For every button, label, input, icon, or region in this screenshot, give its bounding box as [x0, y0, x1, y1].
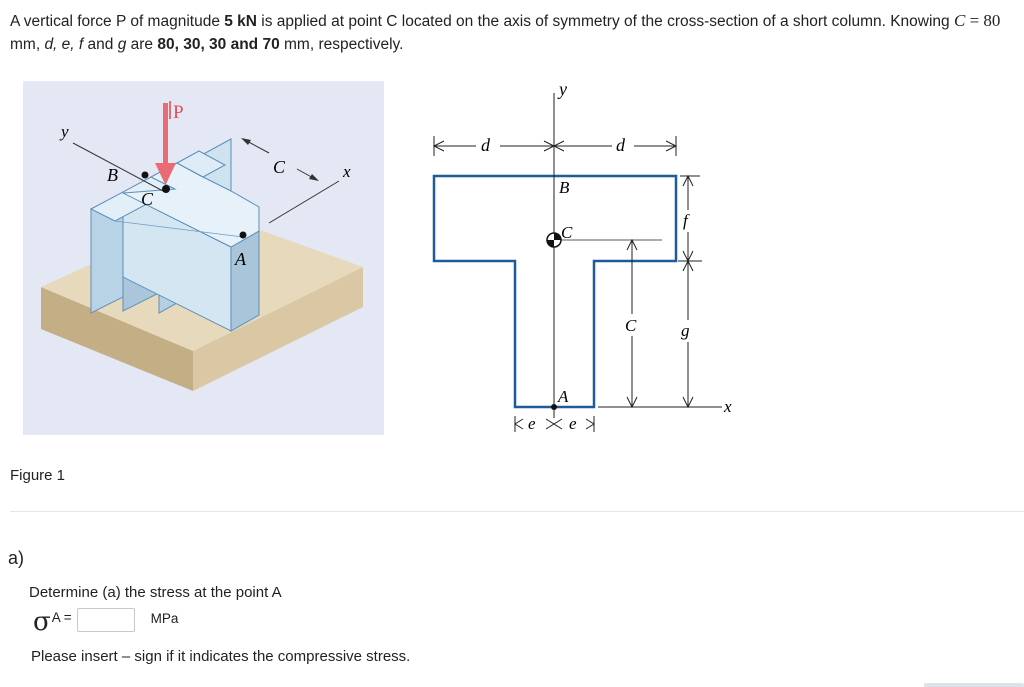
cross-section-figure: y d d B C C f g A x e e — [432, 79, 732, 433]
answer-row: σ A = MPa — [33, 606, 179, 637]
c-dimension-label: C — [625, 316, 637, 335]
unit-label: MPa — [150, 610, 179, 626]
instruction-note: Please insert – sign if it indicates the… — [31, 648, 411, 665]
dimension-values: 80, 30, 30 and 70 — [157, 36, 280, 53]
problem-text: mm, respectively. — [279, 36, 404, 53]
force-value: 5 kN — [224, 13, 257, 30]
point-c-label: C — [141, 189, 154, 209]
c-dimension-label: C — [273, 157, 286, 177]
problem-statement: A vertical force P of magnitude 5 kN is … — [10, 9, 1015, 56]
d-left-label: d — [481, 135, 491, 155]
point-b-marker — [141, 171, 149, 179]
question-text: Determine (a) the stress at the point A — [29, 584, 282, 601]
section-y-label: y — [557, 79, 567, 99]
g-label: g — [681, 321, 690, 340]
point-a-marker — [239, 231, 247, 239]
y-axis-label: y — [59, 122, 69, 141]
problem-text: is applied at point C located on the axi… — [257, 13, 954, 30]
force-arrow-shaft — [163, 103, 168, 167]
c-value: = 80 — [965, 11, 1001, 30]
problem-text: A vertical force P of magnitude — [10, 13, 225, 30]
scroll-indicator — [924, 683, 1024, 687]
section-divider — [10, 511, 1024, 512]
e-left-label: e — [528, 414, 536, 433]
t-section-outline — [432, 174, 678, 409]
d-right-label: d — [616, 135, 626, 155]
section-c-label: C — [561, 223, 573, 242]
force-arrow-head — [155, 163, 176, 185]
column-isometric-figure: y x C B C A P — [23, 81, 384, 435]
part-label: a) — [8, 548, 25, 568]
force-p-label: P — [173, 102, 184, 123]
point-b-label: B — [107, 165, 118, 185]
figure-caption: Figure 1 — [10, 467, 66, 484]
section-b-label: B — [559, 178, 570, 197]
stress-answer-input[interactable] — [76, 608, 135, 632]
point-c-marker — [162, 185, 170, 193]
variables: d, e, f — [44, 36, 84, 53]
section-x-label: x — [723, 397, 732, 416]
x-axis-label: x — [342, 162, 351, 181]
answer-label: A = — [51, 609, 72, 625]
section-a-label: A — [557, 387, 569, 406]
problem-text: and — [83, 36, 118, 53]
problem-text: are — [126, 36, 158, 53]
variable-g: g — [117, 36, 127, 53]
sigma-symbol: σ — [33, 607, 51, 637]
section-a-marker — [551, 404, 557, 410]
c-symbol: C — [953, 11, 966, 30]
point-a-label: A — [234, 249, 247, 269]
e-right-label: e — [569, 414, 577, 433]
problem-text: mm, — [10, 36, 45, 53]
f-label: f — [683, 211, 690, 230]
